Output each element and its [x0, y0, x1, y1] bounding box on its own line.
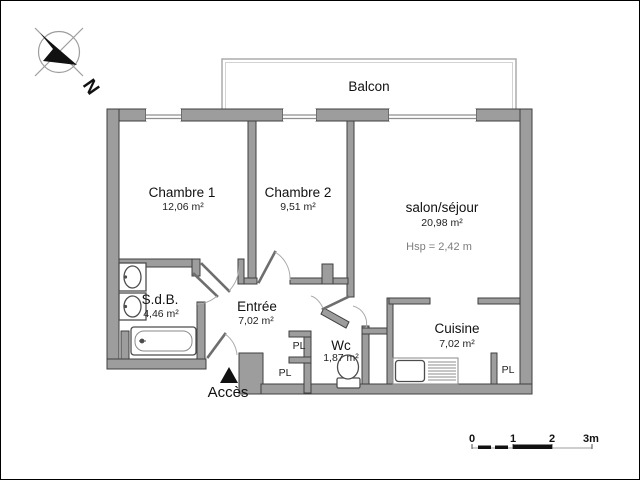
door-arc-salon	[352, 305, 368, 329]
wall	[315, 108, 390, 122]
access-arrow-icon	[220, 367, 238, 383]
wall	[238, 352, 264, 395]
walls	[106, 108, 533, 395]
scale-segment-solid	[513, 444, 552, 449]
wall-livingroom-divider	[346, 120, 355, 298]
toilet-icon	[336, 354, 361, 389]
wall	[477, 297, 521, 305]
doors	[192, 250, 368, 359]
compass-circle	[37, 30, 81, 74]
wall	[386, 297, 394, 385]
wall	[289, 277, 349, 285]
kitchen-sink-icon	[392, 357, 459, 385]
scale-tick-label: 3m	[583, 433, 599, 445]
window	[146, 109, 181, 121]
north-label: N	[78, 76, 103, 99]
wall	[196, 301, 206, 360]
scale-segment-dash	[478, 445, 491, 449]
door-arc-wc	[310, 295, 324, 309]
access-marker: Accès	[208, 367, 249, 401]
wall-duct	[321, 263, 334, 285]
closet-label: PL	[279, 367, 292, 379]
scale-tick-label: 1	[510, 433, 516, 445]
wall	[519, 108, 533, 395]
room-name-wc: Wc	[331, 338, 351, 353]
wall-bedroom-divider	[247, 120, 257, 280]
closet-label: PL	[293, 340, 306, 352]
door-leaf-entry	[206, 332, 227, 359]
room-name-chambre2: Chambre 2	[265, 185, 332, 200]
north-arrow-icon	[40, 33, 77, 65]
wall	[120, 330, 130, 360]
wall	[288, 330, 312, 338]
door-leaf-sdb	[192, 272, 219, 298]
wall	[388, 297, 431, 305]
room-area-sdb: 4,46 m²	[143, 308, 179, 320]
scale-tick-label: 2	[549, 433, 555, 445]
wall-diagonal	[320, 307, 350, 329]
wall	[237, 258, 245, 285]
door-arc-chambre1	[228, 265, 240, 292]
wall-closet	[490, 352, 498, 385]
room-name-cuisine: Cuisine	[434, 321, 479, 336]
door-arc-sdb	[196, 295, 218, 305]
room-area-chambre1: 12,06 m²	[162, 201, 204, 213]
access-label: Accès	[208, 384, 249, 401]
room-name-chambre1: Chambre 1	[149, 185, 216, 200]
room-area-chambre2: 9,51 m²	[280, 201, 316, 213]
window	[283, 109, 316, 121]
room-name-sdb: S.d.B.	[142, 292, 179, 307]
door-leaf-chambre1	[200, 262, 231, 293]
wall	[243, 277, 258, 285]
windows	[146, 109, 476, 121]
scale-bar: 0 1 2 3m	[469, 433, 599, 449]
wall	[361, 325, 370, 385]
ceiling-height-note: Hsp = 2,42 m	[406, 241, 472, 253]
wall	[288, 356, 312, 364]
room-area-wc: 1,87 m²	[323, 352, 359, 364]
sink-icon	[118, 292, 147, 321]
door-leaf-wc	[321, 295, 350, 311]
room-area-entree: 7,02 m²	[238, 315, 274, 327]
door-arc-entry	[224, 333, 238, 356]
window	[389, 109, 476, 121]
room-name-entree: Entrée	[237, 299, 277, 314]
room-labels: Chambre 1 12,06 m² Chambre 2 9,51 m² sal…	[142, 185, 515, 379]
room-area-cuisine: 7,02 m²	[439, 338, 475, 350]
sink-icon	[118, 262, 147, 292]
scale-segment-dash	[495, 445, 508, 449]
wall	[106, 108, 120, 370]
bathtub-icon	[130, 326, 197, 356]
scale-tick-label: 0	[469, 433, 475, 445]
room-area-salon: 20,98 m²	[421, 217, 463, 229]
balcony: Balcon	[221, 58, 517, 114]
north-compass: N	[34, 27, 103, 99]
wall	[260, 383, 533, 395]
balcony-label: Balcon	[348, 79, 389, 94]
wall	[106, 358, 207, 370]
closet-label: PL	[502, 364, 515, 376]
wall	[180, 108, 284, 122]
room-name-salon: salon/séjour	[406, 200, 479, 215]
fixtures	[118, 262, 459, 389]
door-arc-chambre2	[274, 251, 291, 281]
door-leaf-chambre2	[257, 250, 277, 284]
